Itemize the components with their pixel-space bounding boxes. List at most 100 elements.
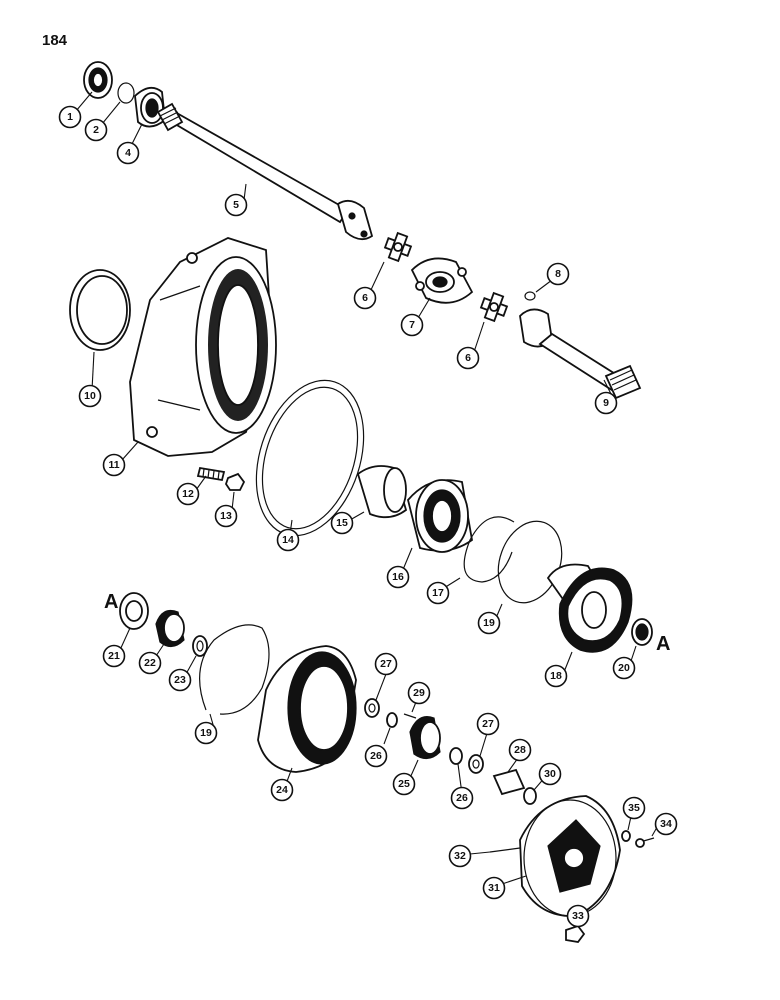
svg-text:11: 11 bbox=[108, 459, 119, 471]
snap-ring-part-2 bbox=[117, 82, 135, 104]
svg-text:6: 6 bbox=[362, 292, 368, 304]
callout-7: 7 bbox=[400, 313, 424, 337]
lock-nut-part-21 bbox=[119, 592, 149, 630]
seal-ring-part-10 bbox=[69, 269, 131, 351]
universal-joint-cross-upper-part-6 bbox=[383, 231, 413, 263]
svg-text:20: 20 bbox=[618, 662, 630, 674]
ring-gear-part-24 bbox=[257, 645, 357, 773]
callout-10: 10 bbox=[78, 384, 102, 408]
callout-15: 15 bbox=[330, 511, 354, 535]
svg-text:27: 27 bbox=[482, 718, 494, 730]
seal-part-1 bbox=[83, 61, 113, 99]
seal-part-20 bbox=[631, 618, 653, 646]
svg-text:35: 35 bbox=[628, 802, 640, 814]
callout-31: 31 bbox=[482, 876, 506, 900]
bushing-part-15 bbox=[356, 465, 408, 519]
dowel-part-32 bbox=[489, 847, 521, 853]
reference-mark-a-right: A bbox=[656, 633, 670, 655]
callout-13: 13 bbox=[214, 504, 238, 528]
bushing-part-30 bbox=[523, 787, 537, 805]
callout-6-lower: 6 bbox=[456, 346, 480, 370]
reference-mark-a-left: A bbox=[104, 591, 118, 613]
svg-text:31: 31 bbox=[488, 882, 500, 894]
svg-text:18: 18 bbox=[550, 670, 562, 682]
svg-text:6: 6 bbox=[465, 352, 471, 364]
callout-25: 25 bbox=[392, 772, 416, 796]
callout-33: 33 bbox=[566, 904, 590, 928]
callout-4: 4 bbox=[116, 141, 140, 165]
wheel-housing-part-11 bbox=[129, 237, 277, 457]
washer-lower-part-27 bbox=[468, 754, 484, 774]
retaining-ring-lower-part-19 bbox=[199, 624, 270, 715]
callout-23: 23 bbox=[168, 668, 192, 692]
svg-text:10: 10 bbox=[84, 390, 96, 402]
callout-11: 11 bbox=[102, 453, 126, 477]
callout-34: 34 bbox=[654, 812, 678, 836]
callout-5: 5 bbox=[224, 193, 248, 217]
gear-carrier-part-18 bbox=[546, 563, 633, 653]
stub-shaft-part-9 bbox=[519, 308, 642, 400]
svg-text:22: 22 bbox=[144, 657, 156, 669]
callout-18: 18 bbox=[544, 664, 568, 688]
washer-part-26 bbox=[386, 712, 398, 728]
callout-2: 2 bbox=[84, 118, 108, 142]
callout-28: 28 bbox=[508, 738, 532, 762]
callout-27-lower: 27 bbox=[476, 712, 500, 736]
svg-text:30: 30 bbox=[544, 768, 556, 780]
shaft-part-28 bbox=[492, 768, 526, 796]
callout-27-upper: 27 bbox=[374, 652, 398, 676]
svg-text:19: 19 bbox=[483, 617, 495, 629]
callout-8: 8 bbox=[546, 262, 570, 286]
svg-text:16: 16 bbox=[392, 571, 404, 583]
svg-text:33: 33 bbox=[572, 910, 584, 922]
callout-35: 35 bbox=[622, 796, 646, 820]
callout-26-lower: 26 bbox=[450, 786, 474, 810]
svg-text:26: 26 bbox=[456, 792, 468, 804]
svg-text:8: 8 bbox=[555, 268, 561, 280]
snap-ring-part-17 bbox=[463, 516, 515, 583]
retaining-ring-upper-part-19 bbox=[497, 520, 563, 604]
callout-29: 29 bbox=[407, 681, 431, 705]
callout-20: 20 bbox=[612, 656, 636, 680]
svg-text:15: 15 bbox=[336, 517, 348, 529]
svg-text:19: 19 bbox=[200, 727, 212, 739]
callout-19-lower: 19 bbox=[194, 721, 218, 745]
svg-text:26: 26 bbox=[370, 750, 382, 762]
svg-text:4: 4 bbox=[125, 147, 131, 159]
callout-22: 22 bbox=[138, 651, 162, 675]
snap-ring-part-8 bbox=[524, 291, 536, 301]
washer-part-27 bbox=[364, 698, 380, 718]
bearing-part-4 bbox=[134, 86, 166, 128]
callout-21: 21 bbox=[102, 644, 126, 668]
callout-24: 24 bbox=[270, 778, 294, 802]
svg-text:7: 7 bbox=[409, 319, 415, 331]
axle-shaft-part-5 bbox=[156, 102, 374, 241]
callout-30: 30 bbox=[538, 762, 562, 786]
fill-plug-part-33 bbox=[565, 924, 586, 943]
svg-text:21: 21 bbox=[108, 650, 120, 662]
washer-part-35 bbox=[621, 830, 631, 842]
coupling-yoke-part-7 bbox=[410, 257, 474, 304]
bolt-part-34 bbox=[635, 837, 655, 848]
svg-text:25: 25 bbox=[398, 778, 410, 790]
nut-part-13 bbox=[225, 472, 246, 491]
svg-text:2: 2 bbox=[93, 124, 99, 136]
universal-joint-cross-lower-part-6 bbox=[479, 291, 509, 323]
svg-text:27: 27 bbox=[380, 658, 392, 670]
callout-9: 9 bbox=[594, 391, 618, 415]
bearing-part-16 bbox=[407, 479, 473, 553]
callout-6-upper: 6 bbox=[353, 286, 377, 310]
thrust-washer-part-23 bbox=[192, 635, 208, 657]
sun-gear-part-22 bbox=[155, 609, 185, 648]
svg-text:17: 17 bbox=[432, 587, 444, 599]
washer-lower-part-26 bbox=[449, 747, 463, 765]
svg-text:9: 9 bbox=[603, 397, 609, 409]
callout-12: 12 bbox=[176, 482, 200, 506]
svg-text:1: 1 bbox=[67, 111, 73, 123]
callout-16: 16 bbox=[386, 565, 410, 589]
callout-1: 1 bbox=[58, 105, 82, 129]
callout-26-upper: 26 bbox=[364, 744, 388, 768]
svg-text:34: 34 bbox=[660, 818, 672, 830]
callout-19-upper: 19 bbox=[477, 611, 501, 635]
